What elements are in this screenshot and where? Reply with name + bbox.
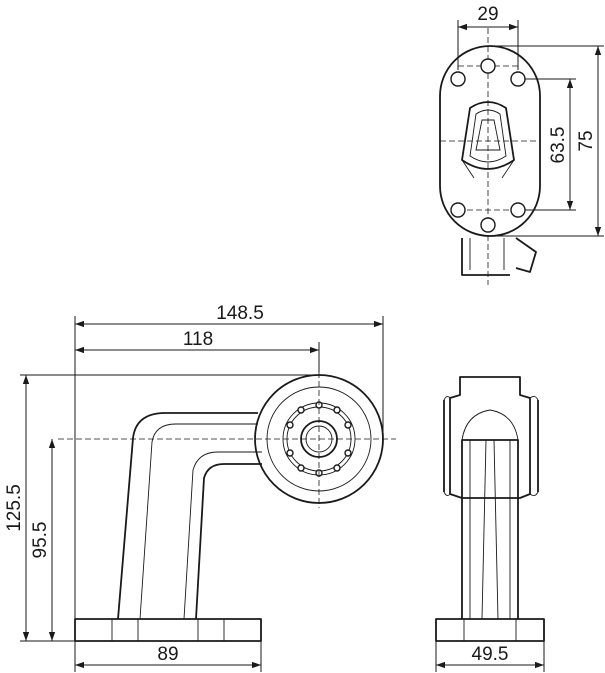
led-hole (333, 406, 341, 414)
side-view-arm-highlight-inner (183, 451, 262, 620)
dim-lamp-center-offset: 118 (183, 329, 213, 350)
front-view: 49.5 (435, 376, 545, 672)
front-view-lamp-lens-edges (443, 400, 539, 492)
mounting-hole (510, 202, 526, 218)
dim-lamp-center-height: 95.5 (30, 522, 51, 559)
led-hole (344, 449, 352, 457)
dim-top-hole-spacing: 63.5 (548, 127, 569, 164)
side-view-arm-highlight-outer (139, 423, 258, 620)
side-view-arm-inner (195, 463, 262, 620)
led-hole (297, 406, 305, 414)
led-hole (286, 421, 294, 429)
side-view-base-ribs (111, 619, 225, 641)
led-holes (286, 401, 352, 477)
mounting-hole (480, 58, 496, 74)
mounting-hole (480, 217, 496, 233)
arm-section (461, 101, 515, 179)
top-view: 29 63.5 75 (439, 4, 604, 285)
dim-base-length: 89 (157, 644, 178, 665)
led-hole (297, 464, 305, 472)
led-hole (344, 421, 352, 429)
front-view-lamp-lens-corners (443, 395, 539, 497)
dim-top-height: 75 (576, 130, 597, 151)
side-view-arm-outer (117, 412, 258, 620)
dim-overall-length: 148.5 (216, 303, 264, 324)
dim-top-width: 29 (477, 4, 498, 25)
front-view-base (435, 618, 545, 642)
dim-overall-height: 125.5 (4, 484, 25, 532)
side-view-base (74, 618, 262, 642)
front-view-column-taper (481, 439, 499, 620)
led-hole (333, 464, 341, 472)
cable-stub-inner-lines (469, 238, 505, 270)
front-view-base-ribs (463, 619, 517, 641)
led-hole (286, 449, 294, 457)
front-view-lamp-arc (461, 409, 519, 441)
mounting-hole (510, 71, 526, 87)
cable-stub (461, 237, 537, 276)
dim-base-width: 49.5 (472, 644, 509, 665)
mounting-hole (450, 71, 466, 87)
front-view-column (461, 439, 519, 619)
front-view-column-edges (469, 440, 511, 619)
front-view-lamp (449, 376, 531, 499)
side-view: 148.5 118 125.5 95.5 89 (4, 303, 396, 672)
mounting-hole (450, 202, 466, 218)
